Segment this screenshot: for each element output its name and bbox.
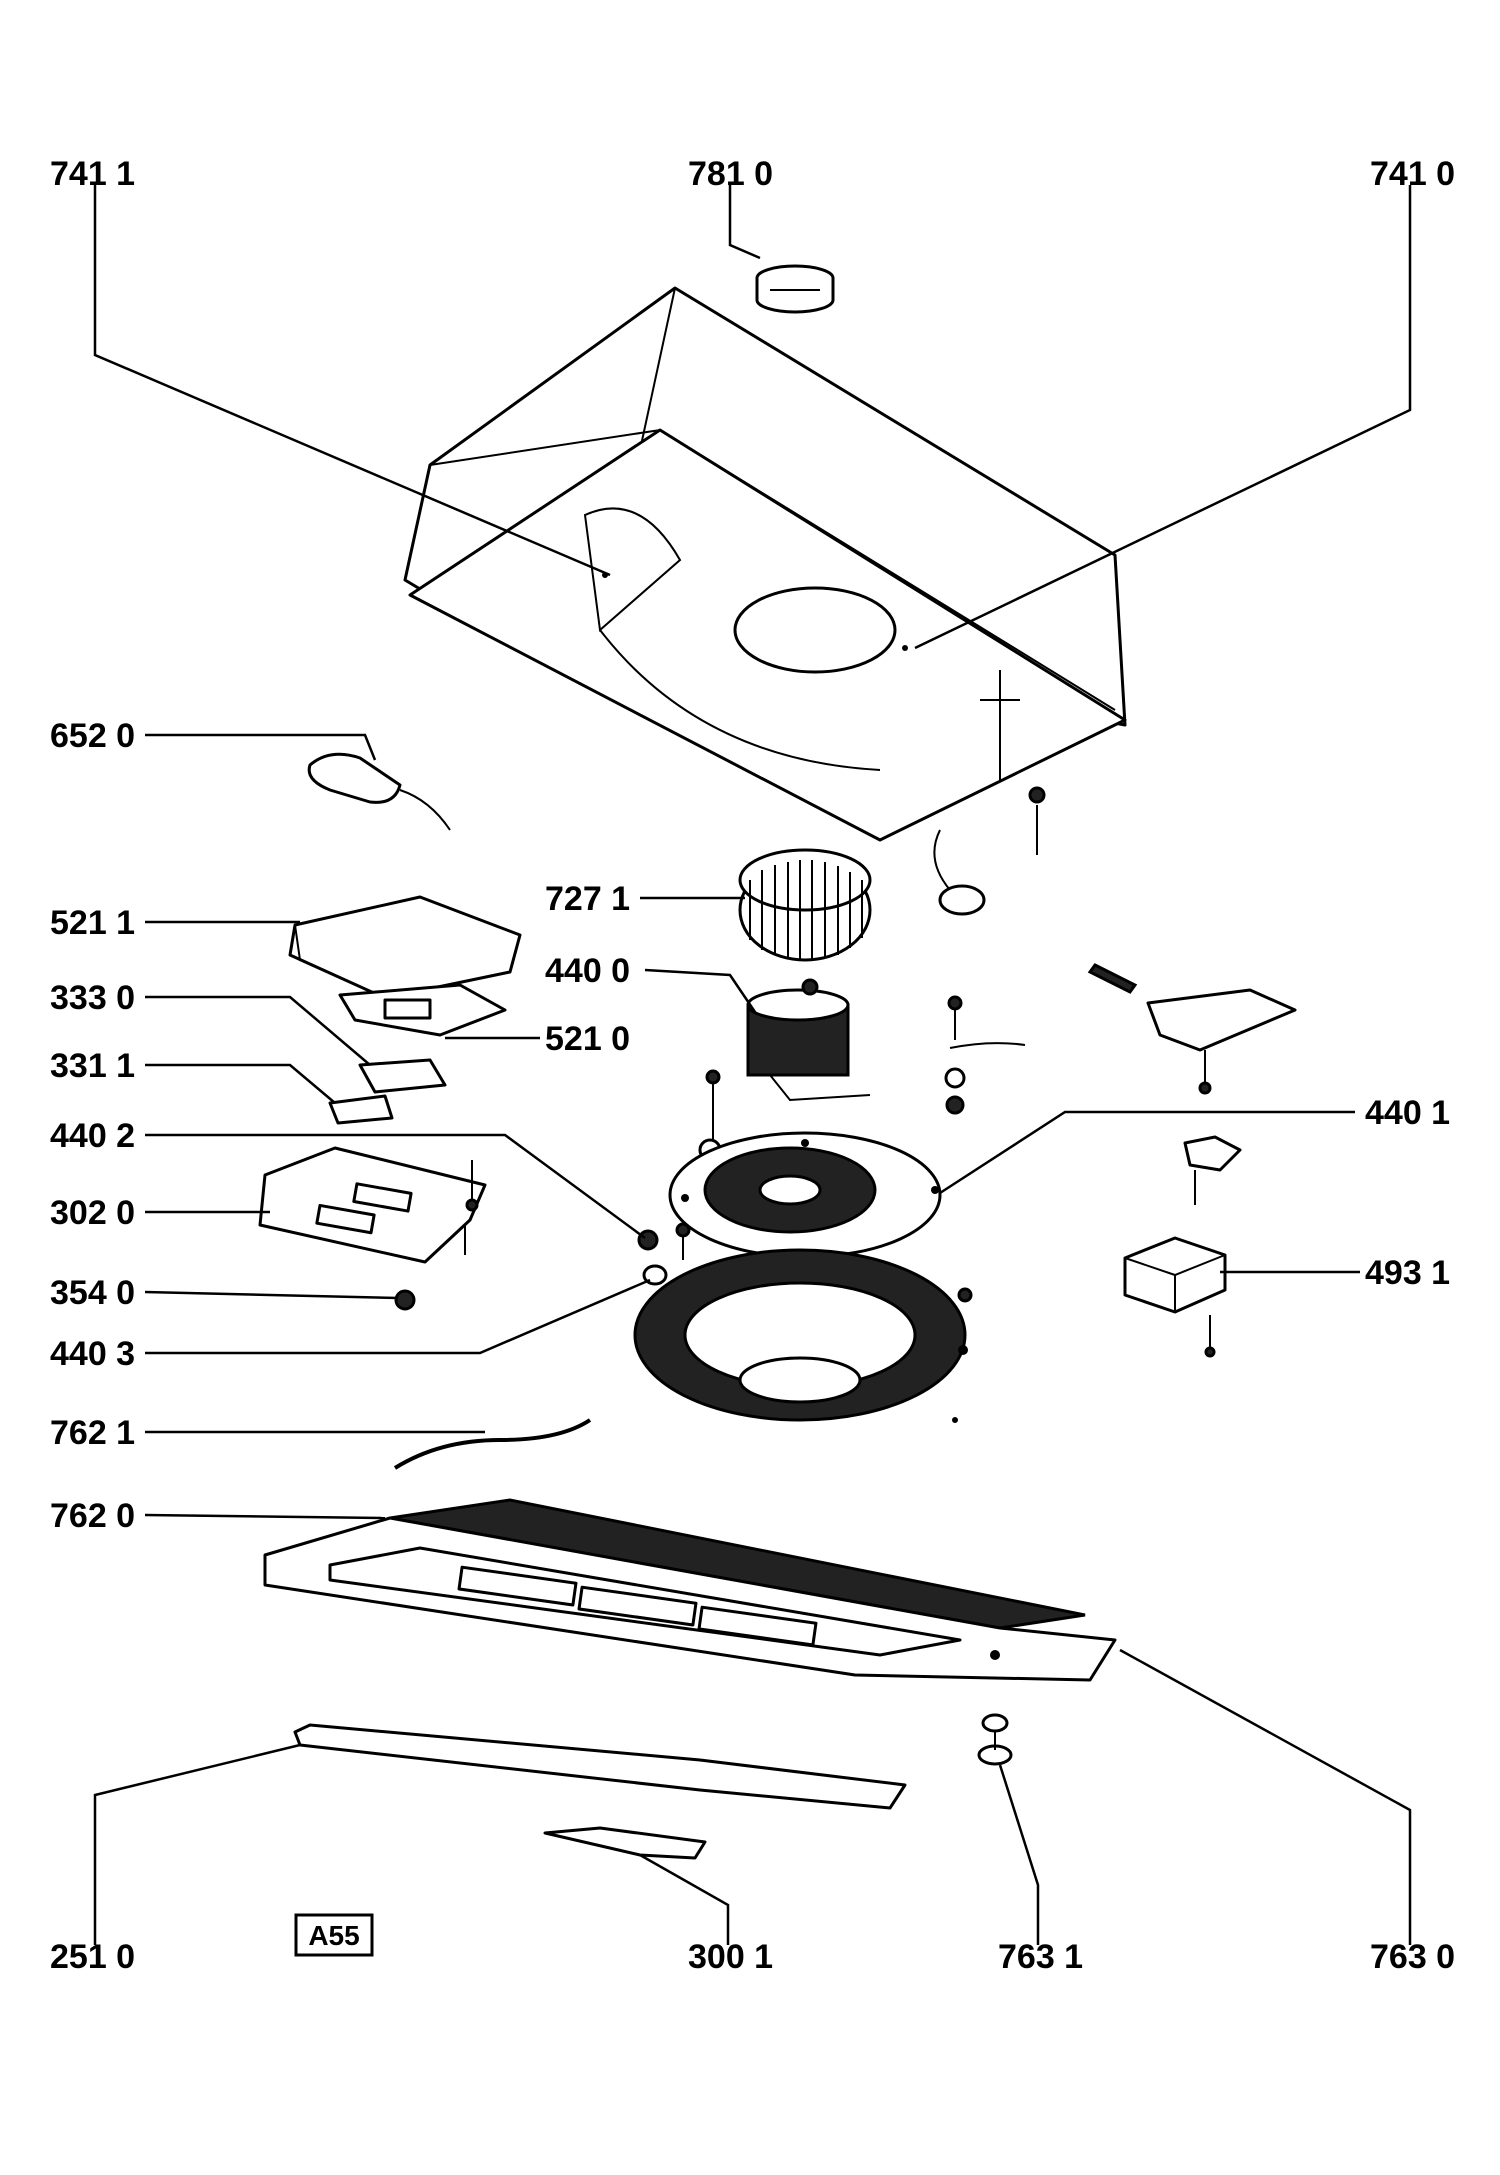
part-labels: 741 1 781 0 741 0 652 0 727 1 521 1 440 …: [50, 155, 1455, 1976]
part-fan-plate: [668, 1131, 942, 1259]
part-motor: [746, 978, 871, 1102]
part-knob: [394, 1289, 416, 1311]
diagram-code-text: A55: [308, 1920, 359, 1951]
label-762-1: 762 1: [50, 1414, 135, 1452]
label-521-0: 521 0: [545, 1020, 630, 1058]
leader-lines: [93, 185, 1412, 1945]
label-652-0: 652 0: [50, 717, 135, 755]
part-fan-ring: [633, 1248, 968, 1423]
part-slider: [328, 1058, 447, 1125]
label-727-1: 727 1: [545, 880, 630, 918]
label-521-1: 521 1: [50, 904, 135, 942]
part-front-strip: [293, 1723, 907, 1810]
label-251-0: 251 0: [50, 1938, 135, 1976]
part-slider-knob: [543, 1826, 707, 1860]
label-763-1: 763 1: [998, 1938, 1083, 1976]
label-741-1: 741 1: [50, 155, 135, 193]
label-302-0: 302 0: [50, 1194, 135, 1232]
label-440-2: 440 2: [50, 1117, 135, 1155]
label-331-1: 331 1: [50, 1047, 135, 1085]
part-transformer: [1123, 1236, 1227, 1358]
part-hood-housing: [403, 286, 1127, 842]
part-lamp-holder: [307, 752, 451, 831]
label-440-0: 440 0: [545, 952, 630, 990]
part-blower-wheel: [738, 848, 872, 962]
part-duct-cap: [755, 264, 835, 314]
label-333-0: 333 0: [50, 979, 135, 1017]
diagram-code-badge: A55: [294, 1913, 374, 1957]
part-control-plate: [258, 1146, 487, 1264]
label-354-0: 354 0: [50, 1274, 135, 1312]
label-493-1: 493 1: [1365, 1254, 1450, 1292]
part-switch-assembly: [1087, 963, 1297, 1205]
part-switch-bracket: [288, 895, 522, 1037]
part-housing-screw: [933, 786, 1046, 916]
part-clip: [977, 1713, 1013, 1766]
part-cable: [393, 1418, 592, 1470]
label-440-1: 440 1: [1365, 1094, 1450, 1132]
label-762-0: 762 0: [50, 1497, 135, 1535]
label-781-0: 781 0: [688, 155, 773, 193]
label-763-0: 763 0: [1370, 1938, 1455, 1976]
part-filter-frame: [263, 1498, 1117, 1682]
label-741-0: 741 0: [1370, 155, 1455, 193]
label-440-3: 440 3: [50, 1335, 135, 1373]
label-300-1: 300 1: [688, 1938, 773, 1976]
